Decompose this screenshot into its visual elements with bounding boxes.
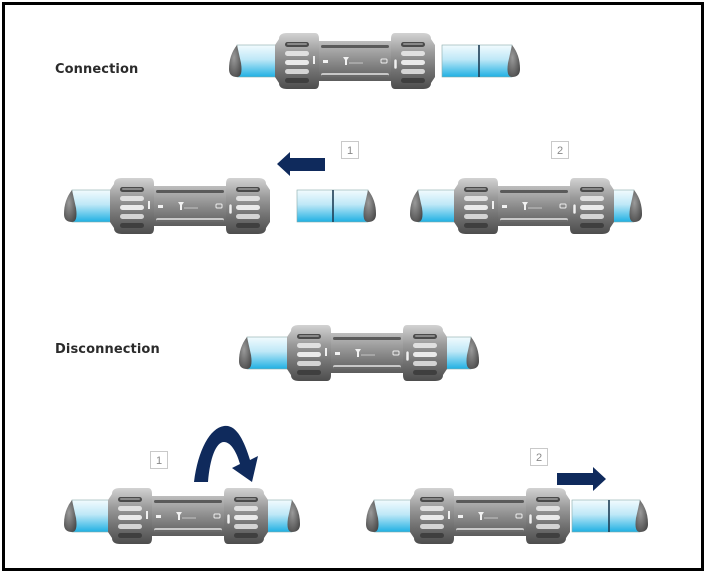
disconnection-step2-assembly	[366, 488, 648, 548]
disconnection-overview-assembly	[239, 325, 479, 385]
pipe-end-cap	[410, 190, 423, 222]
pipe-end-cap	[366, 500, 379, 532]
push-fit-coupling	[108, 488, 268, 544]
pipe-end-cap	[635, 500, 648, 532]
step-number-box: 2	[530, 448, 548, 466]
section-title-disconnection: Disconnection	[55, 342, 160, 357]
push-fit-coupling	[287, 325, 447, 381]
push-fit-coupling	[454, 178, 614, 234]
step-number-box: 1	[341, 141, 359, 159]
disconnection-step1-assembly	[64, 488, 300, 548]
pipe	[229, 44, 280, 78]
step-number-box: 1	[150, 451, 168, 469]
pipe-end-cap	[363, 190, 376, 222]
pipe-end-cap	[466, 337, 479, 369]
arrow-right-icon	[557, 467, 606, 491]
pipe	[64, 189, 117, 223]
connection-step1-assembly	[64, 178, 376, 238]
detached-pipe	[571, 499, 648, 533]
push-fit-coupling	[410, 488, 570, 544]
pipe-end-cap	[64, 190, 77, 222]
pipe	[239, 336, 294, 370]
pipe-end-cap	[507, 45, 520, 77]
pipe-end-cap	[239, 337, 252, 369]
push-fit-coupling	[110, 178, 270, 234]
pipe-end-cap	[229, 45, 242, 77]
section-title-connection: Connection	[55, 62, 139, 77]
pipe-end-cap	[64, 500, 77, 532]
rotate-arrow-icon	[194, 425, 258, 482]
arrow-left-icon	[277, 152, 325, 176]
connection-step2-assembly	[410, 178, 642, 238]
step-number-box: 2	[551, 141, 569, 159]
detached-pipe	[441, 44, 520, 78]
push-fit-coupling	[275, 33, 435, 89]
detached-pipe	[296, 189, 376, 223]
pipe-end-cap	[629, 190, 642, 222]
connection-overview-assembly	[229, 33, 520, 93]
pipe-end-cap	[287, 500, 300, 532]
